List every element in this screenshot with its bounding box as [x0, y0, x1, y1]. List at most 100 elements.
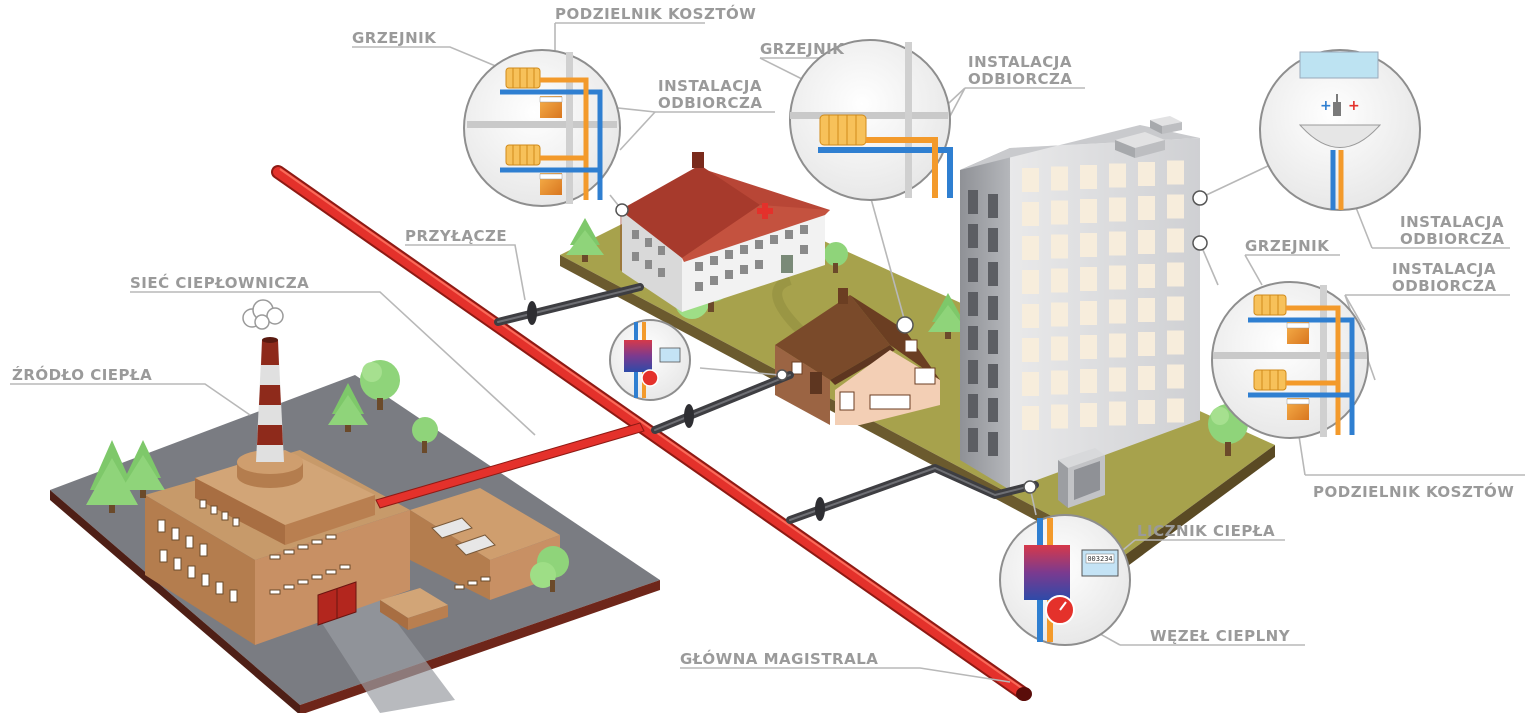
tree-icon: [121, 440, 165, 498]
tower-window: [1138, 400, 1155, 424]
label-radiator-1: GRZEJNIK: [352, 29, 437, 47]
label-heat-meter: LICZNIK CIEPŁA: [1137, 522, 1275, 540]
tree-icon: [824, 242, 848, 273]
tower-window: [1080, 199, 1097, 223]
chimney: [256, 337, 284, 462]
cost-allocator-icon: [1286, 398, 1310, 420]
tower-window: [1022, 304, 1039, 328]
tree-icon: [360, 360, 400, 410]
radiator-icon: [505, 144, 541, 166]
apartment-tower: [960, 116, 1200, 508]
radiator-icon: [819, 114, 867, 146]
tower-window: [1109, 265, 1126, 290]
tower-window: [1022, 406, 1039, 430]
tower-window: [1022, 202, 1039, 226]
tower-window: [1109, 401, 1126, 426]
radiator-icon: [1253, 369, 1287, 391]
label-consumer-install-3-line1: INSTALACJA: [1400, 213, 1504, 231]
service-connections: [494, 283, 1039, 524]
label-heating-network: SIEĆ CIEPŁOWNICZA: [130, 273, 309, 292]
tower-window: [1138, 196, 1155, 220]
heat-meter-icon: 003234: [1081, 549, 1119, 577]
cost-allocator-icon: [539, 96, 563, 118]
tree-icon: [412, 417, 438, 453]
tower-side-window: [988, 296, 998, 320]
tree-icon: [86, 440, 138, 513]
label-consumer-install-1-line2: ODBIORCZA: [658, 94, 763, 112]
tower-window: [1051, 200, 1068, 225]
tower-window: [1167, 398, 1184, 423]
tower-window: [1051, 302, 1068, 327]
label-radiator-3: GRZEJNIK: [1245, 237, 1330, 255]
label-consumer-install-2-line2: ODBIORCZA: [968, 70, 1073, 88]
detail-bubble-hospital: [463, 49, 629, 217]
tower-side-window: [988, 364, 998, 388]
tower-windows: [968, 160, 1184, 456]
tower-window: [1051, 404, 1068, 429]
tree-icon: [928, 293, 968, 339]
tower-side-window: [968, 394, 978, 418]
label-consumer-install-4-line2: ODBIORCZA: [1392, 277, 1497, 295]
tower-window: [1167, 364, 1184, 389]
tower-side-window: [968, 224, 978, 248]
smoke-icon: [242, 299, 284, 330]
tower-side-window: [968, 428, 978, 452]
tower-side-window: [968, 360, 978, 384]
tower-window: [1109, 163, 1126, 188]
tower-side-window: [988, 432, 998, 456]
tower-window: [1080, 369, 1097, 393]
detail-bubble-house-node: [609, 319, 788, 401]
tree-icon: [328, 383, 368, 432]
cost-allocator-icon: [1286, 322, 1310, 344]
main-pipeline: [271, 165, 1032, 701]
red-cross-icon: [757, 203, 773, 219]
tower-window: [1109, 197, 1126, 222]
house-building: [775, 288, 940, 425]
tower-window: [1109, 231, 1126, 256]
detail-bubble-sink: + +: [1192, 49, 1421, 211]
tower-window: [1138, 162, 1155, 186]
heat-meter-reading: 003234: [1087, 555, 1112, 563]
label-consumer-install-4-line1: INSTALACJA: [1392, 260, 1496, 278]
label-consumer-install-3-line2: ODBIORCZA: [1400, 230, 1505, 248]
tower-window: [1022, 168, 1039, 192]
svg-text:+: +: [1348, 98, 1360, 114]
heat-exchanger-icon: [1024, 545, 1075, 625]
tower-window: [1109, 299, 1126, 324]
tower-side-window: [988, 262, 998, 286]
tower-window: [1138, 230, 1155, 254]
tower-window: [1080, 233, 1097, 257]
tower-window: [1138, 298, 1155, 322]
label-consumer-install-1-line1: INSTALACJA: [658, 77, 762, 95]
tower-window: [1022, 236, 1039, 260]
label-radiator-2: GRZEJNIK: [760, 40, 845, 58]
label-consumer-install-2-line1: INSTALACJA: [968, 53, 1072, 71]
radiator-icon: [505, 67, 541, 89]
tower-window: [1080, 335, 1097, 359]
detail-bubble-tower-node: 003234: [999, 480, 1131, 646]
tower-side-window: [988, 228, 998, 252]
tower-window: [1051, 166, 1068, 191]
tower-window: [1080, 301, 1097, 325]
label-cost-allocator-2: PODZIELNIK KOSZTÓW: [1313, 482, 1514, 501]
heat-exchanger-icon: [624, 340, 659, 387]
label-main-pipeline: GŁÓWNA MAGISTRALA: [680, 649, 878, 668]
tower-side-window: [988, 398, 998, 422]
tower-window: [1022, 270, 1039, 294]
hot-cold-tap-icon: + +: [1320, 98, 1360, 114]
tree-icon: [530, 546, 569, 592]
detail-bubble-house: [789, 39, 953, 334]
tower-window: [1167, 296, 1184, 321]
tower-window: [1109, 367, 1126, 392]
heat-meter-icon: [659, 347, 681, 363]
tower-window: [1080, 267, 1097, 291]
tower-window: [1051, 268, 1068, 293]
tower-side-window: [968, 190, 978, 214]
tower-window: [1138, 366, 1155, 390]
tower-side-window: [968, 292, 978, 316]
radiator-icon: [1253, 294, 1287, 316]
sink-icon: [1298, 94, 1382, 148]
tower-window: [1080, 403, 1097, 427]
tower-window: [1167, 194, 1184, 219]
